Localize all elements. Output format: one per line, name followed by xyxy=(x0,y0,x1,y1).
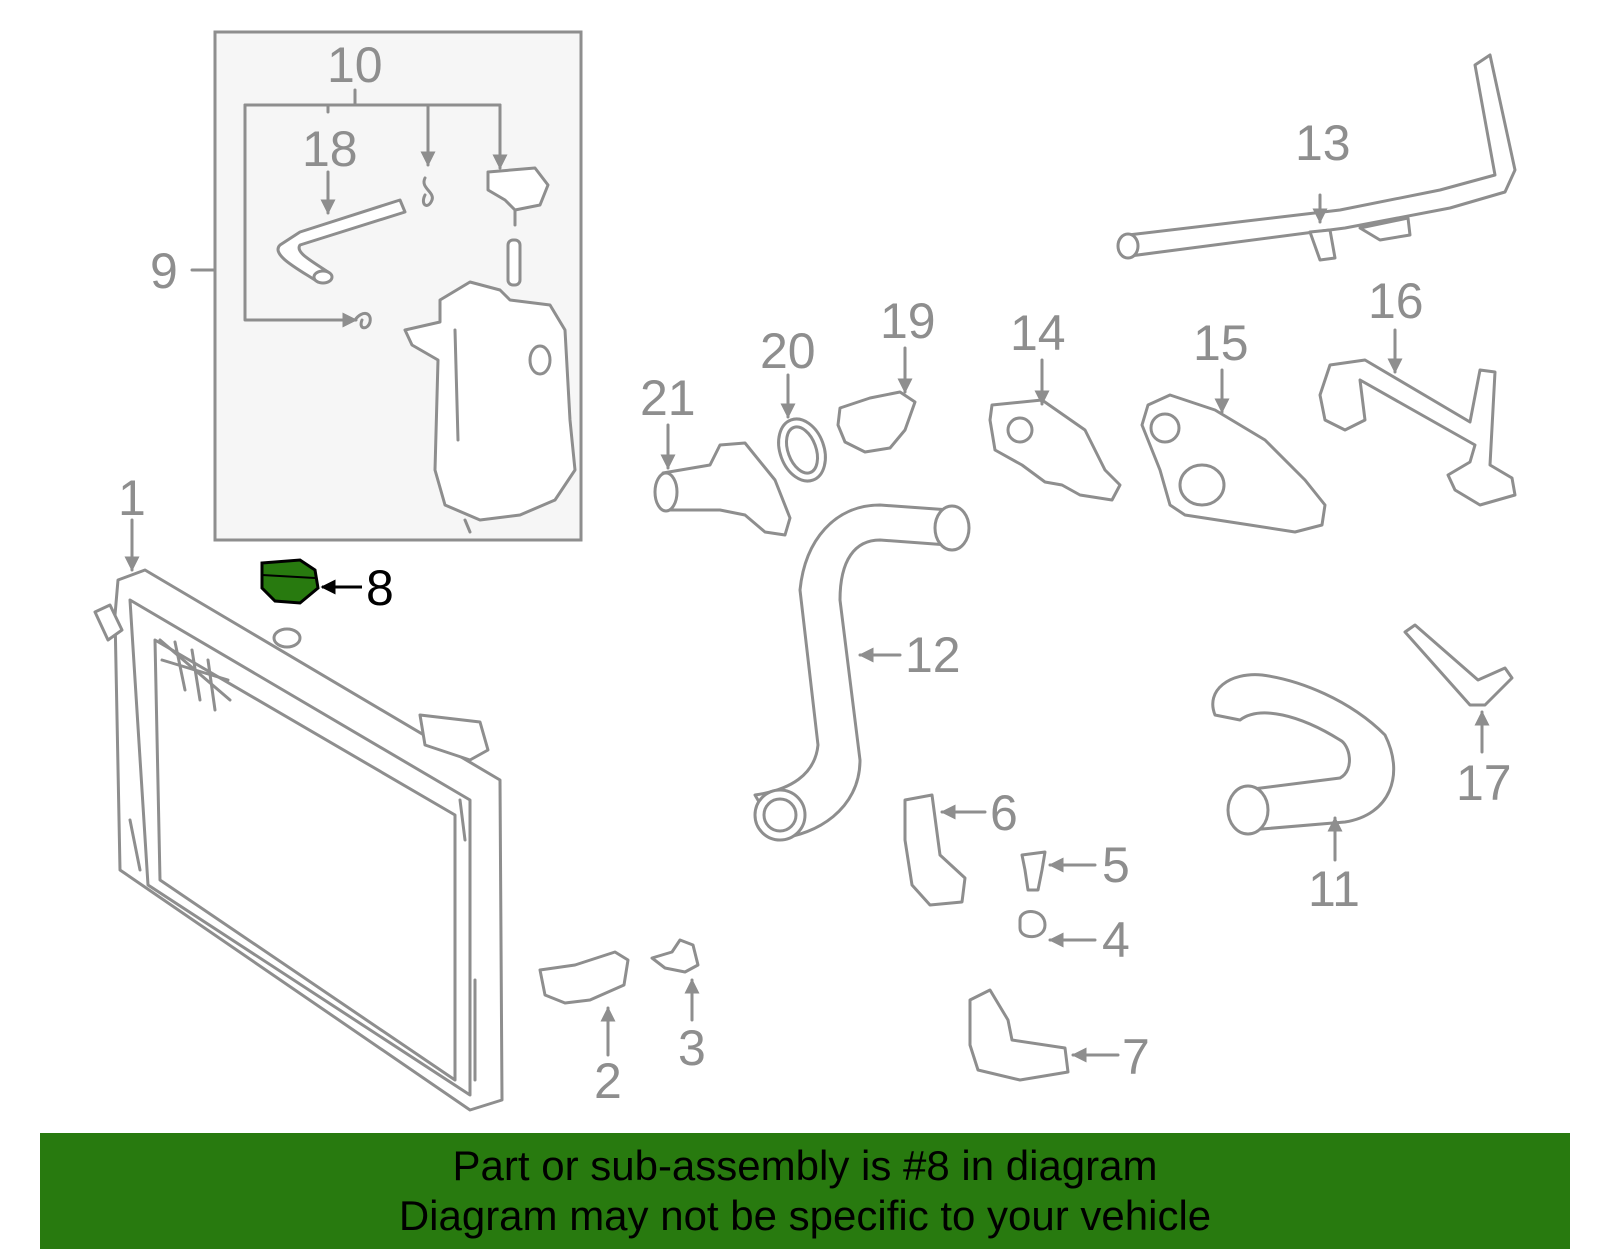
thermostat-part-19 xyxy=(836,390,917,454)
bracket-part-2 xyxy=(538,950,630,1005)
water-inlet-part-21 xyxy=(653,441,792,537)
banner-line-1: Part or sub-assembly is #8 in diagram xyxy=(452,1142,1158,1189)
callout-6: 6 xyxy=(990,785,1018,841)
callout-20: 20 xyxy=(760,323,816,379)
bolt-part-3 xyxy=(650,938,700,974)
callout-10: 10 xyxy=(327,37,383,93)
callout-15: 15 xyxy=(1193,315,1249,371)
pipe-part-13 xyxy=(1116,53,1517,262)
callout-8: 8 xyxy=(366,560,394,616)
callout-7: 7 xyxy=(1122,1029,1150,1085)
callout-18: 18 xyxy=(302,121,358,177)
radiator-cap-highlighted xyxy=(260,558,320,605)
callout-11: 11 xyxy=(1308,861,1360,917)
callout-13: 13 xyxy=(1295,115,1351,171)
reservoir-assembly-box xyxy=(190,30,583,542)
bracket-part-6 xyxy=(903,793,967,907)
callout-14: 14 xyxy=(1010,305,1066,361)
callout-19: 19 xyxy=(880,293,936,349)
callout-16: 16 xyxy=(1368,273,1424,329)
callout-21: 21 xyxy=(640,370,696,426)
housing-part-14 xyxy=(988,398,1122,502)
hose-part-17 xyxy=(1403,623,1514,707)
callout-9: 9 xyxy=(150,243,178,299)
info-banner: Part or sub-assembly is #8 in diagram Di… xyxy=(40,1133,1570,1249)
hose-part-11 xyxy=(1211,673,1396,836)
callout-4: 4 xyxy=(1102,912,1130,968)
callout-2: 2 xyxy=(594,1053,622,1109)
banner-line-2: Diagram may not be specific to your vehi… xyxy=(398,1192,1212,1239)
gasket-part-20 xyxy=(777,417,827,483)
callout-5: 5 xyxy=(1102,837,1130,893)
grommet-part-4 xyxy=(1018,910,1047,939)
water-outlet-part-15 xyxy=(1140,393,1327,534)
callout-12: 12 xyxy=(905,627,961,683)
pipe-part-16 xyxy=(1318,358,1517,507)
clip-part-5 xyxy=(1020,850,1047,892)
radiator xyxy=(93,568,504,1112)
callout-3: 3 xyxy=(678,1020,706,1076)
hose-part-12 xyxy=(753,503,971,842)
callout-17: 17 xyxy=(1456,755,1512,811)
bracket-part-7 xyxy=(968,988,1070,1082)
callout-1: 1 xyxy=(118,470,146,526)
